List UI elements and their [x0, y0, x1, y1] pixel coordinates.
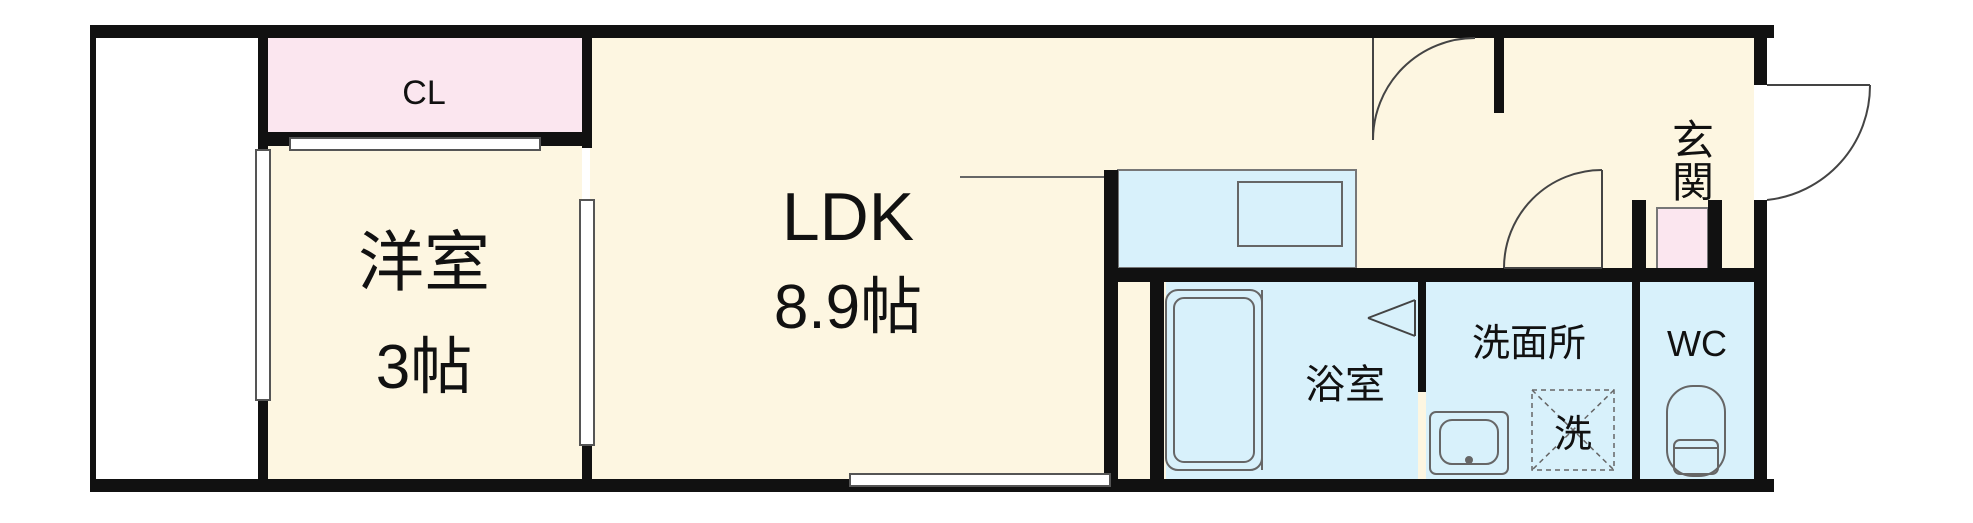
balcony [95, 32, 258, 487]
toilet-label: WC [1667, 323, 1727, 364]
sink-icon [1429, 411, 1509, 475]
washroom-label: 洗面所 [1472, 323, 1586, 365]
windows [255, 137, 1111, 487]
toilet-icon [1666, 385, 1726, 477]
western-room-fill [266, 146, 582, 479]
bath-label: 浴室 [1305, 363, 1385, 407]
closet-label: CL [402, 74, 445, 112]
closet-fill [266, 38, 582, 146]
ldk-label: LDK [782, 179, 914, 255]
door-swing-icon [1367, 37, 1872, 337]
western-room-label: 洋室 [358, 225, 490, 299]
entrance-label: 玄関 [1667, 118, 1714, 202]
toilet-fill [1640, 282, 1754, 479]
ldk-size: 8.9帖 [774, 273, 922, 342]
laundry-label: 洗 [1554, 414, 1592, 456]
bathtub-icon [1165, 289, 1263, 471]
washing-machine-icon [1531, 389, 1615, 471]
western-room-size: 3帖 [376, 333, 472, 402]
washroom-fill [1426, 282, 1632, 479]
ldk-lower-fill [590, 170, 1110, 479]
shoe-box-icon [1656, 207, 1709, 271]
kitchen-counter-icon [960, 176, 1343, 247]
